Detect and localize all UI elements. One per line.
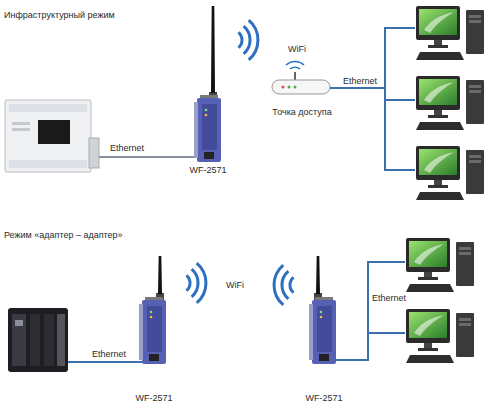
link-label: WiFi (288, 44, 306, 55)
device-node: WF-2571 (124, 296, 184, 404)
device-label: WF-2571 (305, 393, 342, 404)
pc-symbol (406, 309, 474, 363)
pc-symbol (416, 76, 484, 130)
wifi-waves (186, 263, 206, 303)
ethernet-wire (384, 27, 415, 29)
ethernet-wire (367, 332, 405, 334)
ap-led (288, 86, 291, 89)
wifi-wave (192, 269, 198, 297)
antenna (211, 6, 215, 93)
wifi-wave (274, 265, 283, 305)
ethernet-wire (384, 99, 415, 101)
ethernet-wire (367, 261, 369, 361)
ap-led (294, 86, 297, 89)
adapter-symbol (139, 297, 166, 364)
pac-module (30, 314, 40, 366)
antenna (316, 256, 320, 294)
wifi-wave (238, 32, 242, 47)
terminal-row (9, 160, 87, 168)
ap-body (272, 80, 330, 94)
section-heading: Режим «адаптер – адаптер» (4, 230, 123, 241)
device-label: Точка доступа (272, 107, 331, 118)
pac-module (57, 314, 65, 366)
ethernet-network (336, 261, 405, 361)
adapter-symbol (309, 297, 336, 364)
link-label: WiFi (226, 280, 244, 291)
device-label: WF-2571 (189, 165, 226, 176)
link-label: Ethernet (372, 293, 406, 304)
device-node: Точка доступа (266, 72, 338, 118)
wifi-waves (238, 20, 258, 60)
plc-display (38, 120, 70, 144)
wifi-wave (290, 277, 294, 292)
pc-symbol (416, 146, 484, 200)
plc-body (5, 100, 91, 172)
pac-detail (15, 320, 23, 326)
device-node: WF-2571 (294, 296, 354, 404)
plc-module (89, 138, 99, 168)
ethernet-wire (68, 361, 142, 363)
pac-body (8, 308, 68, 372)
plc-device (5, 100, 99, 172)
wifi-wave (244, 26, 250, 54)
device-node: WF-2571 (183, 96, 233, 176)
terminal-row (9, 104, 87, 112)
adapter-symbol (194, 95, 221, 162)
ap-led (282, 86, 285, 89)
ethernet-wire (384, 169, 415, 171)
antenna (158, 256, 162, 294)
ethernet-network (330, 27, 415, 171)
access-point (272, 61, 330, 94)
ap-wave (290, 67, 300, 69)
pac-device (8, 308, 68, 372)
plc-detail (12, 122, 30, 125)
ethernet-wire (99, 156, 195, 158)
wifi-waves (274, 265, 294, 305)
ethernet-wire (336, 359, 369, 361)
wifi-wave (197, 263, 206, 303)
pc-symbol (416, 6, 484, 60)
plc-detail (12, 128, 30, 131)
wifi-wave (282, 271, 288, 299)
ethernet-wire (330, 87, 385, 89)
ap-wave (286, 61, 304, 65)
ethernet-wire (367, 261, 405, 263)
device-label: WF-2571 (135, 393, 172, 404)
link-label: Ethernet (92, 349, 126, 360)
pc-symbol (406, 238, 474, 292)
wifi-wave (249, 20, 258, 60)
link-label: Ethernet (110, 143, 144, 154)
pac-module (12, 314, 26, 366)
section-heading: Инфраструктурный режим (4, 10, 115, 21)
pac-module (44, 314, 54, 366)
link-label: Ethernet (343, 76, 377, 87)
wifi-wave (186, 275, 190, 290)
